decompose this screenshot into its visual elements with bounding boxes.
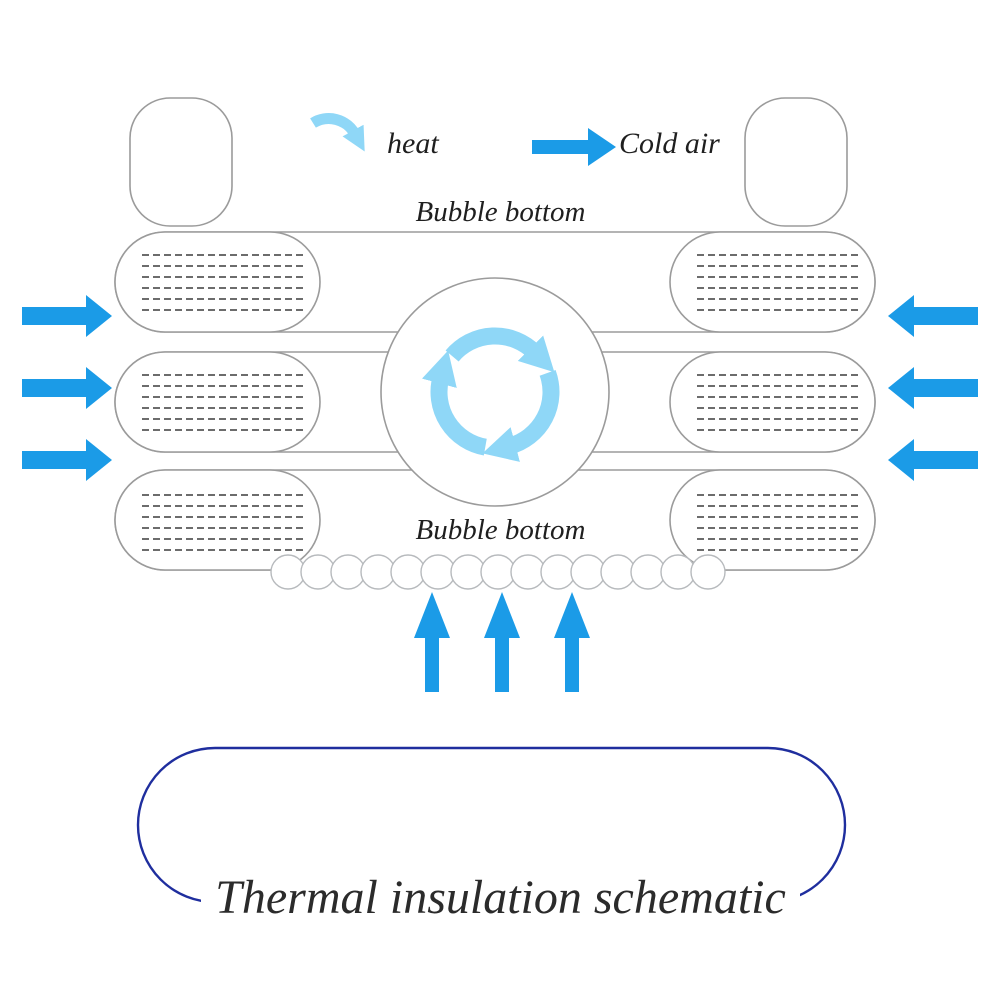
- up-arrow-icon: [484, 592, 520, 692]
- insulation-pad-right: [669, 351, 876, 453]
- top-left-pill: [129, 97, 233, 227]
- cold-air-arrow-icon: [888, 295, 978, 337]
- bubble-bottom-label-top: Bubble bottom: [415, 196, 586, 228]
- cold-air-arrows-left: [22, 295, 112, 481]
- up-arrow-icon: [414, 592, 450, 692]
- cold-air-arrow-icon: [22, 295, 112, 337]
- cold-air-arrow-icon: [22, 367, 112, 409]
- bottom-up-arrows: [414, 592, 590, 692]
- bubble-bottom-label-lower: Bubble bottom: [415, 514, 586, 546]
- insulation-pad-left: [114, 351, 321, 453]
- insulation-row-3: [114, 469, 876, 571]
- insulation-pad-right: [669, 231, 876, 333]
- diagram-title: Thermal insulation schematic: [0, 868, 1001, 928]
- cold-air-arrow-icon: [888, 439, 978, 481]
- cold-air-arrow-icon: [532, 128, 616, 166]
- bubble-chain: [270, 554, 726, 590]
- cold-air-arrow-icon: [22, 439, 112, 481]
- insulation-pad-left: [114, 231, 321, 333]
- legend-heat-label: heat: [387, 127, 439, 160]
- cold-air-arrow-icon: [888, 367, 978, 409]
- legend-cold-air-label: Cold air: [619, 127, 720, 160]
- legend: [310, 113, 616, 166]
- heat-cycle-icon: [421, 327, 560, 462]
- heat-arrow-icon: [310, 113, 365, 152]
- circulation-circle: [380, 277, 610, 507]
- diagram-title-text: Thermal insulation schematic: [201, 871, 800, 924]
- cold-air-arrows-right: [888, 295, 978, 481]
- up-arrow-icon: [554, 592, 590, 692]
- heat-circulation: [380, 277, 610, 507]
- top-right-pill: [744, 97, 848, 227]
